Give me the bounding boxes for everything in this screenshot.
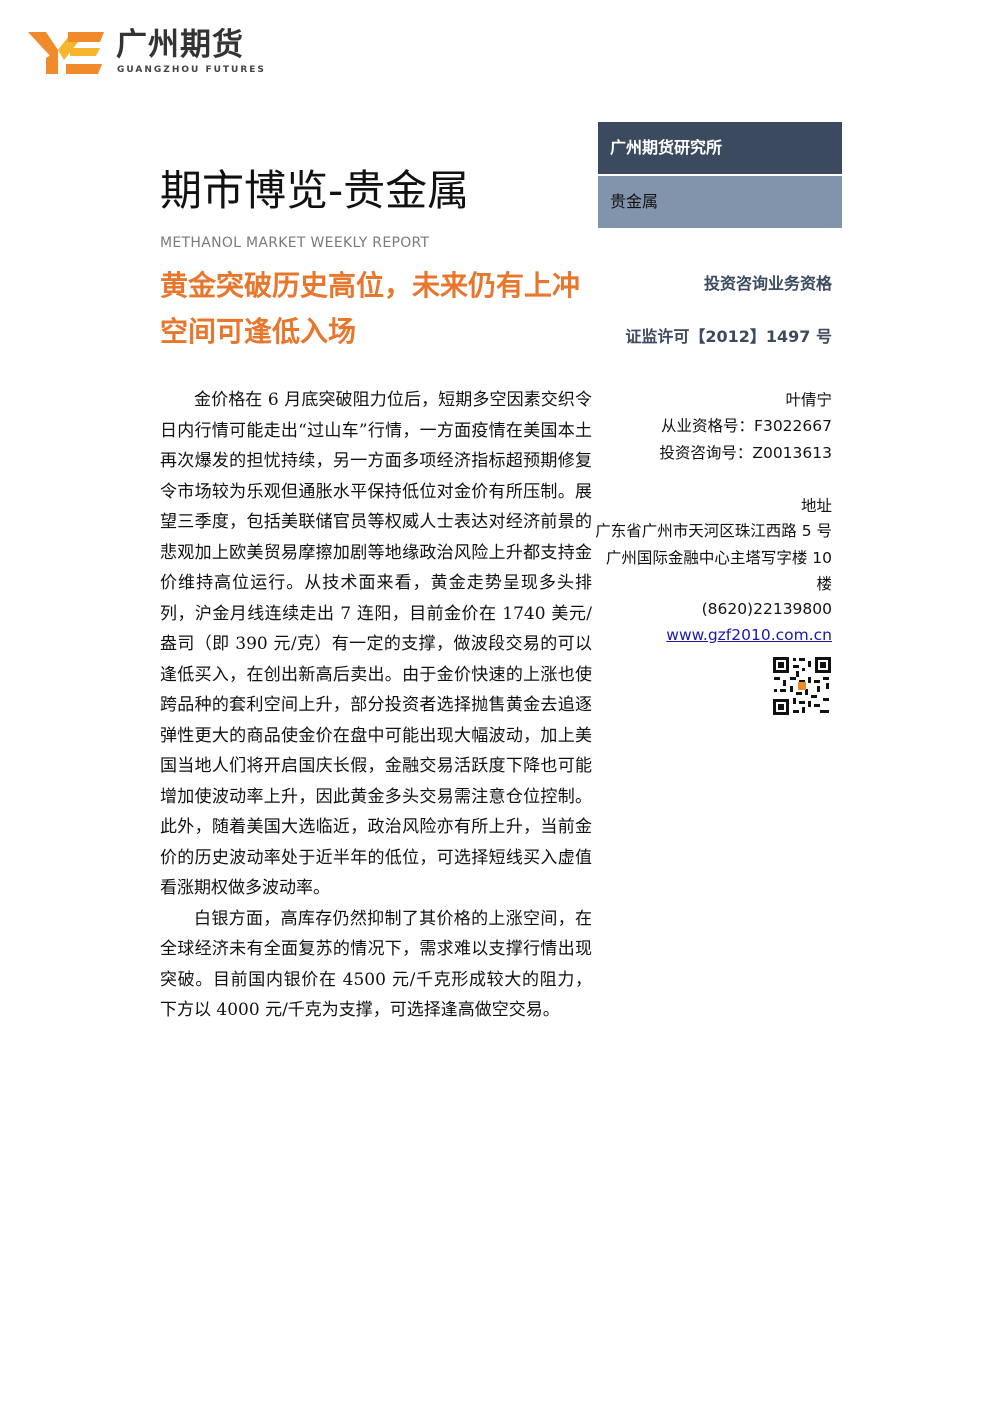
analyst-consult-number: 投资咨询号：Z0013613 — [659, 444, 832, 462]
qr-code-icon — [772, 656, 832, 716]
analyst-qualification-number: 从业资格号：F3022667 — [661, 417, 832, 435]
license-number: 证监许可【2012】1497 号 — [625, 327, 832, 346]
category-label: 贵金属 — [610, 192, 659, 211]
institute-label: 广州期货研究所 — [610, 138, 723, 157]
institute-banner: 广州期货研究所 — [598, 122, 842, 174]
company-name-cn: 广州期货 — [116, 27, 244, 63]
report-headline: 黄金突破历史高位，未来仍有上冲空间可逢低入场 — [160, 269, 581, 348]
report-body: 金价格在 6 月底突破阻力位后，短期多空因素交织令日内行情可能走出“过山车”行情… — [160, 385, 592, 1026]
body-paragraph-silver: 白银方面，高库存仍然抑制了其价格的上涨空间，在全球经济未有全面复苏的情况下，需求… — [160, 908, 592, 1021]
page-title: 期市博览-贵金属 — [160, 166, 470, 215]
report-subtitle: METHANOL MARKET WEEKLY REPORT — [160, 235, 430, 251]
analyst-name: 叶倩宁 — [785, 391, 832, 409]
website-link[interactable]: www.gzf2010.com.cn — [666, 626, 832, 644]
company-logo-icon — [28, 28, 104, 76]
company-name-en: GUANGZHOU FUTURES — [117, 65, 266, 75]
address-text: 广东省广州市天河区珠江西路 5 号广州国际金融中心主塔写字楼 10 楼 — [595, 522, 832, 593]
qualification-title: 投资咨询业务资格 — [703, 274, 832, 293]
body-paragraph-gold: 金价格在 6 月底突破阻力位后，短期多空因素交织令日内行情可能走出“过山车”行情… — [160, 390, 592, 898]
phone-number: (8620)22139800 — [701, 600, 832, 618]
category-banner: 贵金属 — [598, 176, 842, 228]
address-label: 地址 — [800, 497, 832, 515]
